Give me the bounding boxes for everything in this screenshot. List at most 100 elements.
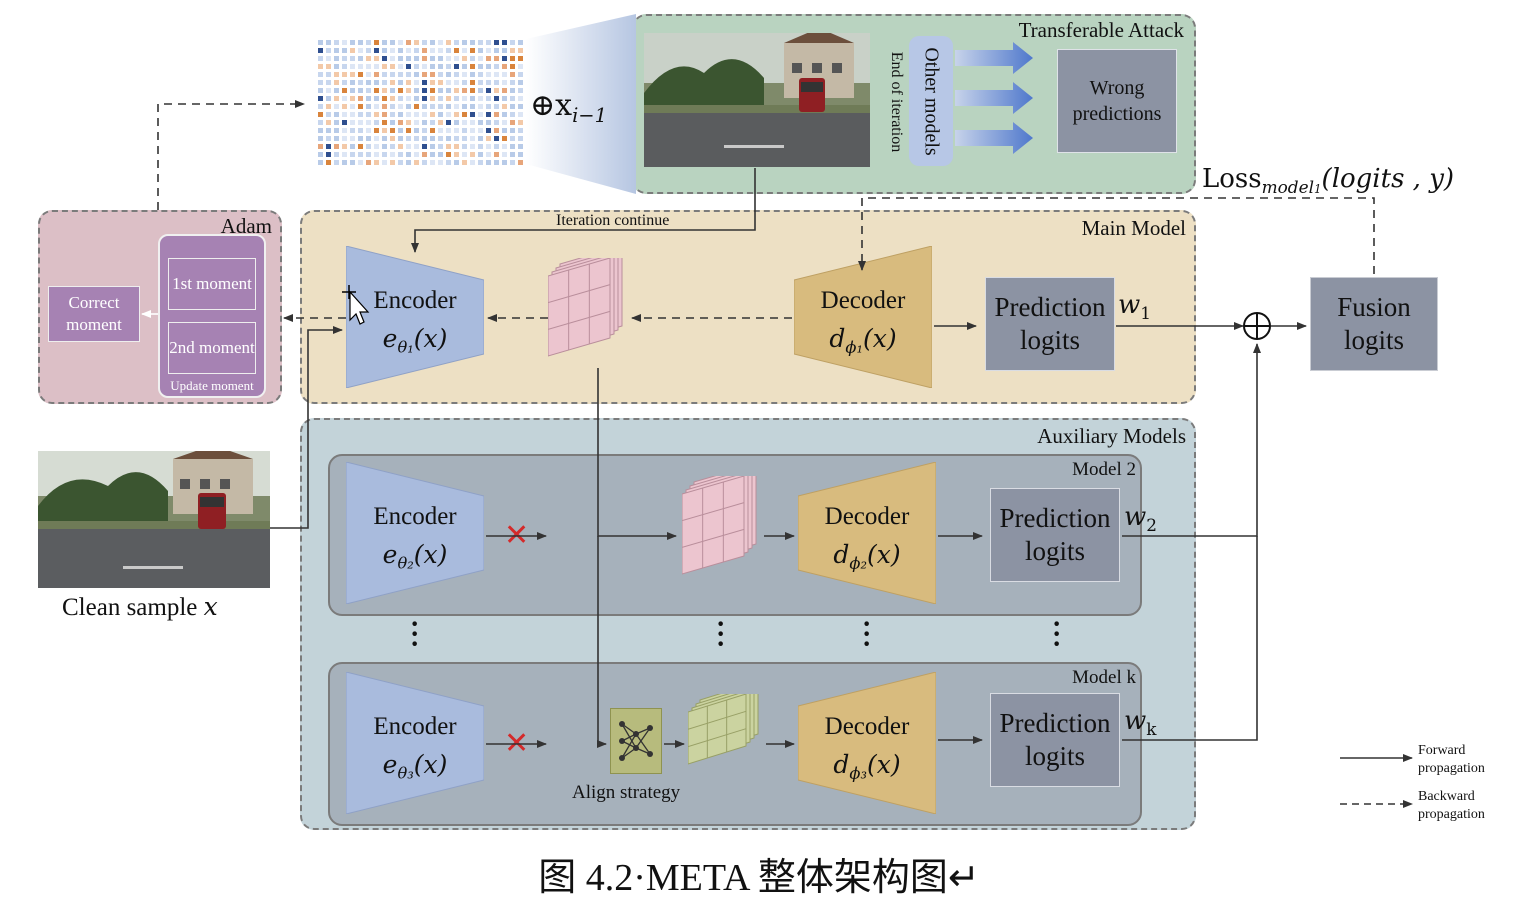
perturbation-cell (446, 56, 451, 61)
iteration-continue-label: Iteration continue (556, 212, 670, 229)
perturbation-cell (390, 80, 395, 85)
perturbation-cell (438, 120, 443, 125)
perturbation-cell (406, 120, 411, 125)
perturbation-cell (374, 160, 379, 165)
main-model-title: Main Model (1081, 216, 1186, 240)
perturbation-cell (510, 128, 515, 133)
perturbation-cell (366, 160, 371, 165)
perturbation-cell (438, 128, 443, 133)
perturbation-cell (382, 104, 387, 109)
perturbation-cell (454, 112, 459, 117)
perturbation-cell (430, 128, 435, 133)
perturbation-cell (518, 80, 523, 85)
perturbation-cell (454, 64, 459, 69)
perturbation-cell (406, 136, 411, 141)
perturbation-cell (318, 80, 323, 85)
perturbation-cell (446, 96, 451, 101)
second-moment-box: 2nd moment (168, 322, 256, 374)
perturbation-cell (350, 144, 355, 149)
perturbation-cell (414, 112, 419, 117)
perturbation-cell (382, 48, 387, 53)
perturbation-cell (446, 120, 451, 125)
perturbation-cell (518, 72, 523, 77)
perturbation-cell (454, 152, 459, 157)
perturbation-cell (502, 48, 507, 53)
update-moment-container: 1st moment 2nd moment Update moment (158, 234, 266, 398)
perturbation-cell (358, 144, 363, 149)
model2-prediction-label: Prediction logits (999, 503, 1111, 566)
perturbation-cell (390, 56, 395, 61)
perturbation-cell (510, 120, 515, 125)
perturbation-cell (382, 128, 387, 133)
modelk-encoder-math: eθ₃(x) (382, 750, 448, 783)
perturbation-cell (414, 128, 419, 133)
perturbation-cell (502, 72, 507, 77)
perturbation-cell (406, 144, 411, 149)
perturbation-cell (414, 72, 419, 77)
perturbation-cell (438, 64, 443, 69)
perturbation-cell (406, 80, 411, 85)
perturbation-cell (350, 152, 355, 157)
perturbation-cell (422, 40, 427, 45)
perturbation-cell (422, 72, 427, 77)
perturbation-cell (422, 64, 427, 69)
perturbation-label: ⊕xi−1 (530, 88, 608, 127)
perturbation-cell (510, 144, 515, 149)
perturbation-cell (462, 72, 467, 77)
perturbation-cell (366, 88, 371, 93)
perturbation-cell (366, 112, 371, 117)
modelk-prediction-label: Prediction logits (999, 708, 1111, 771)
perturbation-cell (390, 152, 395, 157)
perturbation-cell (318, 48, 323, 53)
perturbation-cell (494, 160, 499, 165)
perturbation-cell (326, 88, 331, 93)
perturbation-cell (326, 136, 331, 141)
perturbation-cell (422, 112, 427, 117)
perturbation-cell (326, 112, 331, 117)
adversarial-image (644, 33, 870, 167)
perturbation-cell (342, 72, 347, 77)
perturbation-cell (334, 40, 339, 45)
perturbation-cell (342, 80, 347, 85)
wrong-predictions-box: Wrong predictions (1057, 49, 1177, 153)
perturbation-cell (470, 88, 475, 93)
perturbation-cell (398, 80, 403, 85)
perturbation-cell (374, 152, 379, 157)
perturbation-cell (390, 48, 395, 53)
perturbation-cell (318, 136, 323, 141)
perturbation-cell (438, 80, 443, 85)
perturbation-cell (470, 56, 475, 61)
perturbation-cell (406, 56, 411, 61)
perturbation-cell (518, 152, 523, 157)
perturbation-cell (494, 80, 499, 85)
perturbation-cell (326, 152, 331, 157)
perturbation-cell (414, 88, 419, 93)
perturbation-cell (422, 48, 427, 53)
perturbation-cell (430, 144, 435, 149)
perturbation-cell (334, 104, 339, 109)
perturbation-cell (318, 56, 323, 61)
perturbation-cell (382, 40, 387, 45)
perturbation-cell (430, 56, 435, 61)
perturbation-cell (462, 40, 467, 45)
perturbation-cell (414, 48, 419, 53)
main-feature-map (548, 258, 623, 357)
perturbation-cell (518, 160, 523, 165)
modelk-decoder-math: dϕ₃(x) (833, 750, 901, 783)
perturbation-cell (366, 40, 371, 45)
perturbation-cell (414, 120, 419, 125)
perturbation-cell (454, 80, 459, 85)
perturbation-cell (438, 136, 443, 141)
perturbation-cell (342, 48, 347, 53)
perturbation-cell (398, 128, 403, 133)
perturbation-cell (366, 120, 371, 125)
perturbation-cell (398, 40, 403, 45)
ellipsis-encoder: ··· (410, 609, 420, 660)
perturbation-cell (390, 112, 395, 117)
perturbation-cell (478, 104, 483, 109)
perturbation-cell (422, 96, 427, 101)
perturbation-cell (350, 56, 355, 61)
perturbation-cell (470, 40, 475, 45)
perturbation-cell (470, 152, 475, 157)
